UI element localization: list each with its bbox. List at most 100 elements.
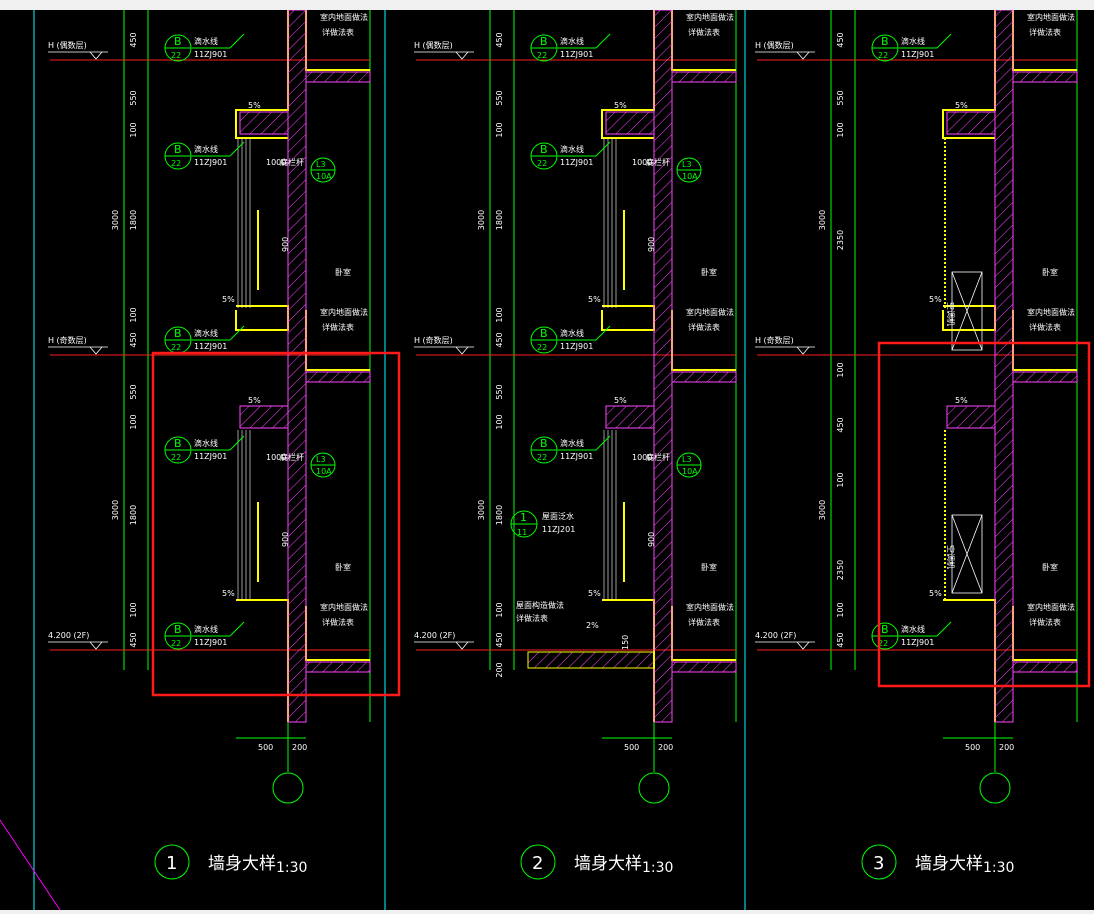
floor-note: 室内地面做法 [686,307,734,317]
hatched-masonry [605,111,655,135]
dimension-text: 100 [836,602,845,617]
detail-number: 22 [171,159,181,168]
roof-height: 150 [621,635,630,650]
leader-line [595,33,611,49]
slope-label: 5% [955,396,968,405]
railing-label: 扁栏杆 [646,157,670,167]
leader-line [229,325,245,341]
floor-note: 详做法表 [688,27,720,37]
cad-drawing-canvas[interactable]: H (偶数层) H (奇数层) 4.200 (2F) 450 550 100 1800 100… [0,10,1094,910]
level-label: 4.200 (2F) [48,631,89,640]
wall-outline [1012,310,1077,371]
dimension-text: 550 [495,384,504,399]
dimension-text: 100 [129,602,138,617]
roof-slope: 2% [586,621,599,630]
level-triangle [89,346,103,355]
dimension-text: 450 [836,417,845,432]
panel-2: H (偶数层)H (奇数层)4.200 (2F)4505501001800100… [414,10,737,880]
slope-label: 5% [588,295,601,304]
detail-label: 滴水线 [194,624,218,634]
railing-height: 1000 [632,453,652,462]
hatched-masonry [671,71,737,83]
floor-note: 详做法表 [1029,617,1061,627]
level-triangle [455,641,469,650]
hatched-masonry [946,111,996,135]
dimension-text: 550 [129,384,138,399]
ac-unit-cross [951,514,983,594]
room-label: 卧室 [701,267,717,277]
room-label: 卧室 [335,562,351,572]
dimension-text: 450 [495,632,504,647]
dimension-text: 450 [836,32,845,47]
wall-outline [671,310,736,371]
wall-outline [943,599,996,722]
panel-number: 1 [166,853,177,874]
panel-number: 2 [532,853,543,874]
detail-ref: 11ZJ901 [194,452,227,461]
wall-outline [236,599,289,722]
dimension-text: 450 [129,32,138,47]
axis-bubble [638,772,670,804]
detail-number: 22 [171,51,181,60]
detail-label: 滴水线 [194,144,218,154]
railing-label: 扁栏杆 [280,157,304,167]
hatched-masonry [671,371,737,383]
dimension-text: 100 [836,472,845,487]
slope-label: 5% [248,101,261,110]
floor-note: 详做法表 [1029,322,1061,332]
detail-code: B [174,327,182,340]
detail-number: 22 [878,639,888,648]
detail-ref: 11ZJ901 [194,50,227,59]
story-height-text: 3000 [477,500,486,520]
inner-dimension: 900 [647,237,656,252]
level-triangle [796,641,810,650]
detail-ref: 11ZJ901 [560,452,593,461]
roof-number: 11 [517,528,527,537]
leader-line [936,621,952,637]
panel-3: H (偶数层)H (奇数层)4.200 (2F)4505501002350100… [755,10,1078,880]
level-triangle [89,51,103,60]
roof-label: 屋面泛水 [542,511,574,521]
dimension-text: 2350 [836,230,845,250]
detail-code: B [174,623,182,636]
detail-ref: 11ZJ901 [560,342,593,351]
story-height-text: 3000 [111,500,120,520]
panel-title: 墙身大样 [574,854,642,874]
leader-line [229,141,245,157]
dimension-text: 550 [129,90,138,105]
railing-number: 10A [682,172,698,181]
level-triangle [455,51,469,60]
floor-note: 详做法表 [688,322,720,332]
panel-number-circle [861,844,897,880]
floor-note: 详做法表 [322,617,354,627]
ac-unit-box [951,514,983,594]
detail-ref: 11ZJ901 [194,342,227,351]
detail-code: B [540,143,548,156]
dimension-text: 1800 [129,505,138,525]
level-label: H (偶数层) [755,40,794,50]
panel-scale: 1:30 [983,860,1014,876]
level-label: H (奇数层) [48,335,87,345]
room-label: 卧室 [1042,562,1058,572]
detail-ref: 11ZJ901 [901,50,934,59]
panel-title: 墙身大样 [915,854,983,874]
hatched-masonry [1012,371,1078,383]
hatched-masonry [671,661,737,673]
slope-label: 5% [955,101,968,110]
hatched-masonry [305,371,371,383]
level-triangle [89,641,103,650]
panel-1: H (偶数层)H (奇数层)4.200 (2F)4505501001800100… [48,10,371,880]
panel-scale: 1:30 [276,860,307,876]
roof-ref: 11ZJ201 [542,525,575,534]
detail-code: B [540,437,548,450]
dimension-text: 100 [495,414,504,429]
leader-line [595,141,611,157]
bottom-dimension: 200 [999,743,1014,752]
panel-number-circle [520,844,556,880]
railing-height: 1000 [266,158,286,167]
inner-dimension: 900 [281,532,290,547]
leader-line [595,325,611,341]
panel-title: 墙身大样 [208,854,276,874]
highlight-box [151,351,401,697]
slope-label: 5% [588,589,601,598]
